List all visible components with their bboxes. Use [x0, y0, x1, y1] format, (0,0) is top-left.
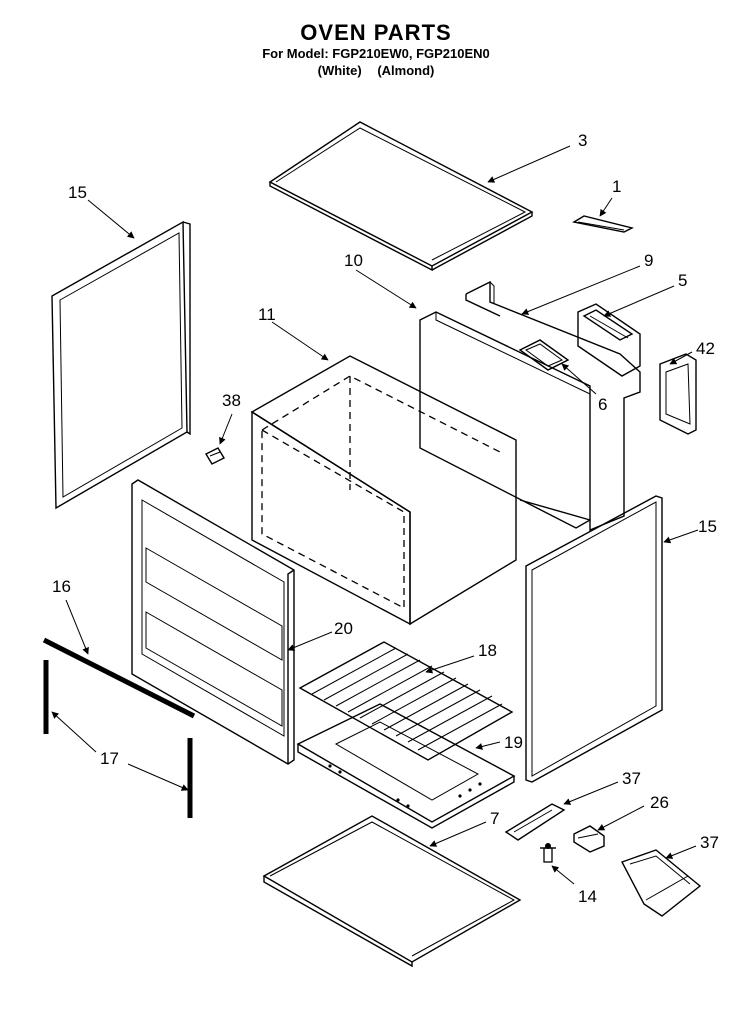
callout-38: 38 [222, 391, 241, 410]
callout-7: 7 [490, 809, 499, 828]
top-trim-strip-part [42, 637, 196, 719]
model-line: For Model: FGP210EW0, FGP210EN0 [262, 46, 490, 61]
callout-1: 1 [612, 177, 621, 196]
color-line: (White) (Almond) [0, 63, 752, 78]
vent-baffle-part [518, 339, 570, 371]
rear-wrapper-part [465, 280, 641, 532]
callout-15-right: 15 [698, 517, 717, 536]
small-strip-part [572, 215, 635, 233]
oven-rack-part [298, 641, 514, 761]
top-panel-part [268, 121, 534, 272]
callout-26: 26 [650, 793, 669, 812]
callout-37-lower: 37 [700, 833, 719, 852]
color-almond-label: (Almond) [377, 63, 435, 78]
callout-15-left: 15 [68, 183, 87, 202]
callout-19: 19 [504, 733, 523, 752]
leader-lines [51, 145, 699, 885]
mounting-bracket-part-upper [504, 803, 566, 841]
leveling-leg-part [540, 843, 556, 863]
vent-duct-part [577, 303, 641, 377]
callout-6: 6 [598, 395, 607, 414]
color-white-label: (White) [317, 63, 362, 78]
clip-part [205, 447, 225, 465]
page-title: OVEN PARTS [300, 20, 452, 45]
callout-37-upper: 37 [622, 769, 641, 788]
callout-20: 20 [334, 619, 353, 638]
front-frame-part [131, 479, 295, 765]
bottom-panel-part [262, 815, 522, 968]
callout-10: 10 [344, 251, 363, 270]
left-side-panel-part [51, 220, 191, 510]
mounting-bracket-part-lower [621, 849, 702, 917]
callout-3: 3 [578, 131, 587, 150]
rear-insulation-part [419, 311, 591, 529]
callout-9: 9 [644, 251, 653, 270]
callout-5: 5 [678, 271, 687, 290]
callout-11: 11 [258, 305, 276, 324]
leveling-clip-part [573, 825, 605, 853]
callout-17: 17 [100, 749, 119, 768]
oven-bottom-part [296, 703, 516, 829]
callout-14: 14 [578, 887, 597, 906]
callout-42: 42 [696, 339, 715, 358]
callout-16: 16 [52, 577, 71, 596]
side-trim-strips-part [43, 660, 193, 818]
cavity-insulation-part [250, 355, 517, 626]
callout-labels: 3 1 15 10 9 5 11 42 6 38 15 20 16 18 19 … [52, 131, 719, 906]
callout-18: 18 [478, 641, 497, 660]
bracket-frame-part [659, 353, 697, 435]
right-side-panel-part [525, 495, 663, 783]
